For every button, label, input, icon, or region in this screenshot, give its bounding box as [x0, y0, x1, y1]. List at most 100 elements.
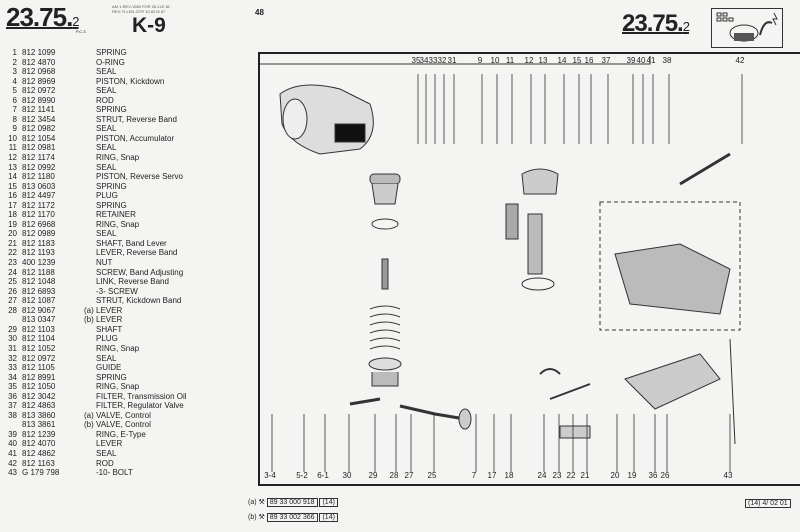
part-index: 10 [8, 133, 17, 143]
callout-label-bottom: 26 [660, 471, 670, 480]
part-index: 30 [8, 334, 17, 344]
part-number: 813 0347 [22, 315, 56, 325]
part-description: SEAL [96, 86, 117, 96]
part-description: SEAL [96, 67, 117, 77]
part-index: 8 [12, 114, 17, 124]
part-number: 812 1052 [22, 343, 56, 353]
callout-label-top: 15 [572, 56, 582, 65]
callout-label-bottom: 6-1 [317, 471, 329, 480]
part-index: 3 [12, 67, 17, 77]
part-description: PISTON, Reverse Servo [96, 172, 183, 182]
part-description: SEAL [96, 448, 117, 458]
ref-number: 89 33 002 366 [266, 513, 318, 522]
callout-label-bottom: 20 [610, 471, 620, 480]
part-description: RING, Snap [96, 219, 140, 229]
part-number: 812 3454 [22, 114, 56, 124]
part-index: 22 [8, 248, 17, 258]
part-description: SPRING [96, 48, 127, 57]
callout-label-top: 33 [428, 56, 438, 65]
part-number: 812 0972 [22, 86, 56, 96]
part-variant: (a) [84, 305, 94, 315]
part-index: 19 [8, 219, 17, 229]
part-description: SEAL [96, 353, 117, 363]
ref-code: (14) [319, 498, 338, 507]
callout-label-top: 34 [419, 56, 429, 65]
part-index: 21 [8, 238, 17, 248]
part-index: 1 [12, 48, 17, 57]
part-number: 812 1174 [22, 153, 55, 163]
callout-label-top: 42 [735, 56, 745, 65]
part-number: 812 1170 [22, 210, 55, 220]
ref-number: 89 33 000 918 [266, 498, 318, 507]
part-description: STRUT, Kickdown Band [96, 296, 182, 306]
part-description: VALVE, Control [96, 420, 151, 430]
page-number: 23.75.2 [6, 2, 80, 33]
part-index: 12 [8, 153, 17, 163]
callout-label-bottom: 43 [723, 471, 733, 480]
part-number: 812 0989 [22, 229, 56, 239]
part-description: SHAFT [96, 324, 123, 334]
reference-row-b: (b) ⚒ 89 33 002 366 (14) [248, 513, 338, 522]
part-number: 812 4497 [22, 191, 56, 201]
part-variant: (b) [84, 315, 94, 325]
part-number: 812 1141 [22, 105, 55, 115]
part-index: 9 [12, 124, 17, 134]
part-index: 36 [8, 391, 17, 401]
part-index: 35 [8, 382, 17, 392]
part-description: FILTER, Regulator Valve [96, 401, 184, 411]
page-number-main: 23.75. [622, 10, 684, 37]
part-number: 812 3042 [22, 391, 56, 401]
callout-label-top: 14 [557, 56, 567, 65]
part-index: 7 [12, 105, 17, 115]
part-description: SPRING [96, 181, 127, 191]
part-number: 812 1239 [22, 429, 56, 439]
part-description: SPRING [96, 372, 127, 382]
part-description: SPRING [96, 200, 127, 210]
part-index: 27 [8, 296, 17, 306]
page-number-sub: 2 [72, 14, 79, 29]
callout-label-bottom: 5-2 [296, 471, 308, 480]
part-number: 812 6968 [22, 219, 56, 229]
part-number: 812 1103 [22, 324, 55, 334]
ref-variant: (b) [248, 514, 257, 521]
part-index: 38 [8, 410, 17, 420]
part-description: RING, Snap [96, 153, 140, 163]
callout-label-top: 31 [447, 56, 457, 65]
part-index: 31 [8, 343, 17, 353]
part-number: G 179 798 [22, 468, 60, 478]
part-number: 812 6893 [22, 286, 56, 296]
part-index: 24 [8, 267, 17, 277]
part-description: PISTON, Kickdown [96, 76, 165, 86]
part-number: 812 1172 [22, 200, 55, 210]
tools-icon: ⚒ [258, 514, 265, 521]
ref-code: (14) [319, 513, 338, 522]
part-number: 812 1163 [22, 458, 55, 468]
part-index: 11 [8, 143, 17, 153]
part-number: 812 4862 [22, 448, 56, 458]
part-index: 41 [8, 448, 17, 458]
callout-label-bottom: 3-4 [264, 471, 276, 480]
part-index: 33 [8, 363, 17, 373]
part-description: LEVER [96, 315, 123, 325]
callout-label-top: 38 [662, 56, 672, 65]
part-number: 812 0972 [22, 353, 56, 363]
part-index: 32 [8, 353, 17, 363]
page-number-main: 23.75. [6, 2, 73, 32]
callout-label-bottom: 18 [504, 471, 514, 480]
part-description: SCREW, Band Adjusting [96, 267, 184, 277]
callout-label-top: 40 [636, 56, 646, 65]
part-description: ROD [96, 458, 114, 468]
part-index: 40 [8, 439, 17, 449]
part-description: NUT [96, 258, 113, 268]
part-index: 5 [12, 86, 17, 96]
ref-variant: (a) [248, 499, 257, 506]
callout-label-bottom: 29 [368, 471, 378, 480]
part-number: 813 3861 [22, 420, 56, 430]
callout-label-top: 12 [524, 56, 534, 65]
part-index: 20 [8, 229, 17, 239]
part-description: LEVER, Reverse Band [96, 248, 178, 258]
part-description: -10- BOLT [96, 468, 133, 478]
right-page-number: 23.75.2 [622, 10, 690, 38]
part-number: 812 8990 [22, 95, 56, 105]
